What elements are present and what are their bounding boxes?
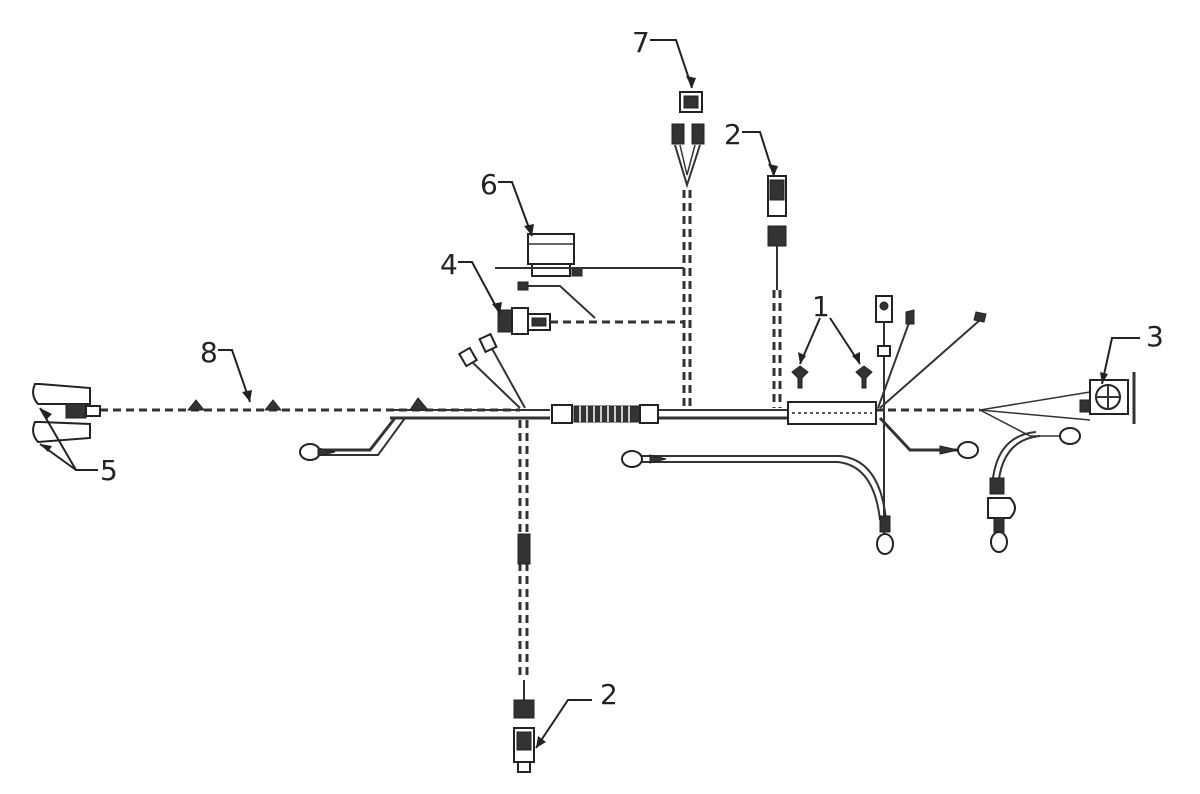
- corrugated-sleeve: [551, 404, 659, 424]
- callout-2-upper: 2: [724, 118, 742, 151]
- main-harness-trunk: [100, 408, 980, 420]
- junction-block: [787, 401, 877, 425]
- left-ring-terminal-branch: [299, 417, 406, 461]
- callout-3: 3: [1146, 320, 1164, 353]
- harness-clips: [186, 397, 430, 411]
- push-clips: [791, 365, 873, 389]
- callout-8: 8: [200, 336, 218, 369]
- sensor-assembly: [497, 281, 684, 335]
- upper-sensor-connector: [767, 175, 787, 408]
- lamp-assembly: [979, 372, 1136, 424]
- callout-6: 6: [480, 168, 498, 201]
- upper-small-connectors: [457, 332, 526, 409]
- curved-ring-branch: [621, 450, 894, 555]
- callout-leaders: [39, 39, 1140, 749]
- callout-arrowheads: [40, 76, 1108, 748]
- left-terminal-connectors: [32, 383, 101, 444]
- relay-connector: [671, 91, 705, 145]
- lower-sensor-connector: [513, 699, 535, 773]
- right-branches: [875, 295, 987, 540]
- upper-vertical-branch: [674, 144, 701, 408]
- bulb-socket-branch: [979, 409, 1081, 553]
- callout-4: 4: [440, 248, 458, 281]
- down-branch: [517, 420, 531, 700]
- callout-7: 7: [632, 26, 650, 59]
- control-module: [495, 233, 684, 277]
- callout-1: 1: [812, 290, 830, 323]
- callout-5: 5: [100, 454, 118, 487]
- callout-2-lower: 2: [600, 678, 618, 711]
